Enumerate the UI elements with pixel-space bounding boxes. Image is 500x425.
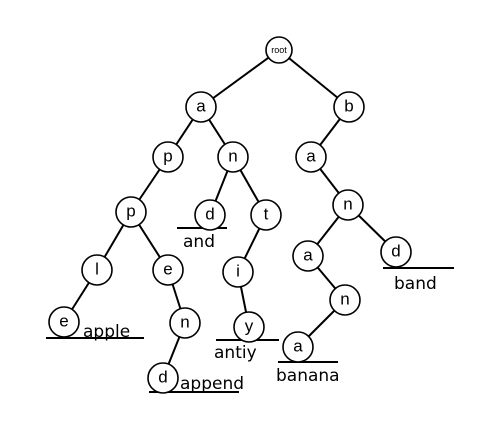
trie-node-t1: t <box>250 199 282 231</box>
trie-node-a4: a <box>282 331 314 363</box>
trie-node-a2: a <box>295 141 327 173</box>
node-circle <box>250 199 282 231</box>
node-label: y <box>245 317 254 336</box>
word-label-antiy: antiy <box>214 343 257 363</box>
trie-node-n3: n <box>169 307 201 339</box>
node-label: a <box>303 246 313 265</box>
node-label: root <box>271 45 287 55</box>
node-circle <box>380 236 412 268</box>
node-circle <box>332 189 364 221</box>
node-circle <box>152 254 184 286</box>
trie-node-a1: a <box>185 91 217 123</box>
trie-node-e2: e <box>48 306 80 338</box>
node-circle <box>217 141 249 173</box>
node-label: a <box>196 97 206 116</box>
trie-node-d3: d <box>147 362 179 394</box>
trie-node-n1: n <box>217 141 249 173</box>
trie-node-e1: e <box>152 254 184 286</box>
node-label: d <box>205 205 214 224</box>
node-label: d <box>158 368 167 387</box>
node-label: n <box>228 147 237 166</box>
node-label: l <box>95 260 99 279</box>
trie-node-y1: y <box>233 311 265 343</box>
node-circle <box>115 196 147 228</box>
node-label: b <box>344 97 353 116</box>
word-label-band: band <box>394 274 437 294</box>
trie-node-b1: b <box>333 91 365 123</box>
node-circle <box>329 284 361 316</box>
trie-node-a3: a <box>292 240 324 272</box>
node-circle <box>233 311 265 343</box>
node-label: n <box>180 313 189 332</box>
node-circle <box>147 362 179 394</box>
node-circle <box>222 256 254 288</box>
node-circle <box>333 91 365 123</box>
node-circle <box>282 331 314 363</box>
trie-node-n2: n <box>332 189 364 221</box>
trie-node-d1: d <box>194 199 226 231</box>
trie-node-n4: n <box>329 284 361 316</box>
node-label: n <box>343 195 352 214</box>
node-circle <box>295 141 327 173</box>
trie-node-p1: p <box>152 141 184 173</box>
trie-nodes: root a b p n a p d t n l e i a d e n y n d a <box>48 36 412 394</box>
trie-node-l1: l <box>81 254 113 286</box>
node-label: n <box>340 290 349 309</box>
node-label: p <box>126 202 135 221</box>
node-circle <box>152 141 184 173</box>
trie-node-d2: d <box>380 236 412 268</box>
node-label: p <box>163 147 172 166</box>
word-label-append: append <box>180 374 244 394</box>
node-label: a <box>293 337 303 356</box>
node-circle <box>265 36 293 64</box>
node-label: d <box>391 242 400 261</box>
node-circle <box>48 306 80 338</box>
node-label: a <box>306 147 316 166</box>
node-circle <box>292 240 324 272</box>
trie-node-i1: i <box>222 256 254 288</box>
node-label: i <box>236 262 240 281</box>
edge-root-a1 <box>200 49 280 108</box>
word-label-apple: apple <box>83 322 130 342</box>
node-label: e <box>163 260 172 279</box>
node-circle <box>185 91 217 123</box>
node-label: t <box>264 205 269 224</box>
node-circle <box>169 307 201 339</box>
node-label: e <box>59 312 68 331</box>
node-circle <box>194 199 226 231</box>
word-label-banana: banana <box>276 366 340 386</box>
word-label-and: and <box>183 232 215 252</box>
trie-node-p2: p <box>115 196 147 228</box>
trie-node-root: root <box>265 36 293 64</box>
node-circle <box>81 254 113 286</box>
